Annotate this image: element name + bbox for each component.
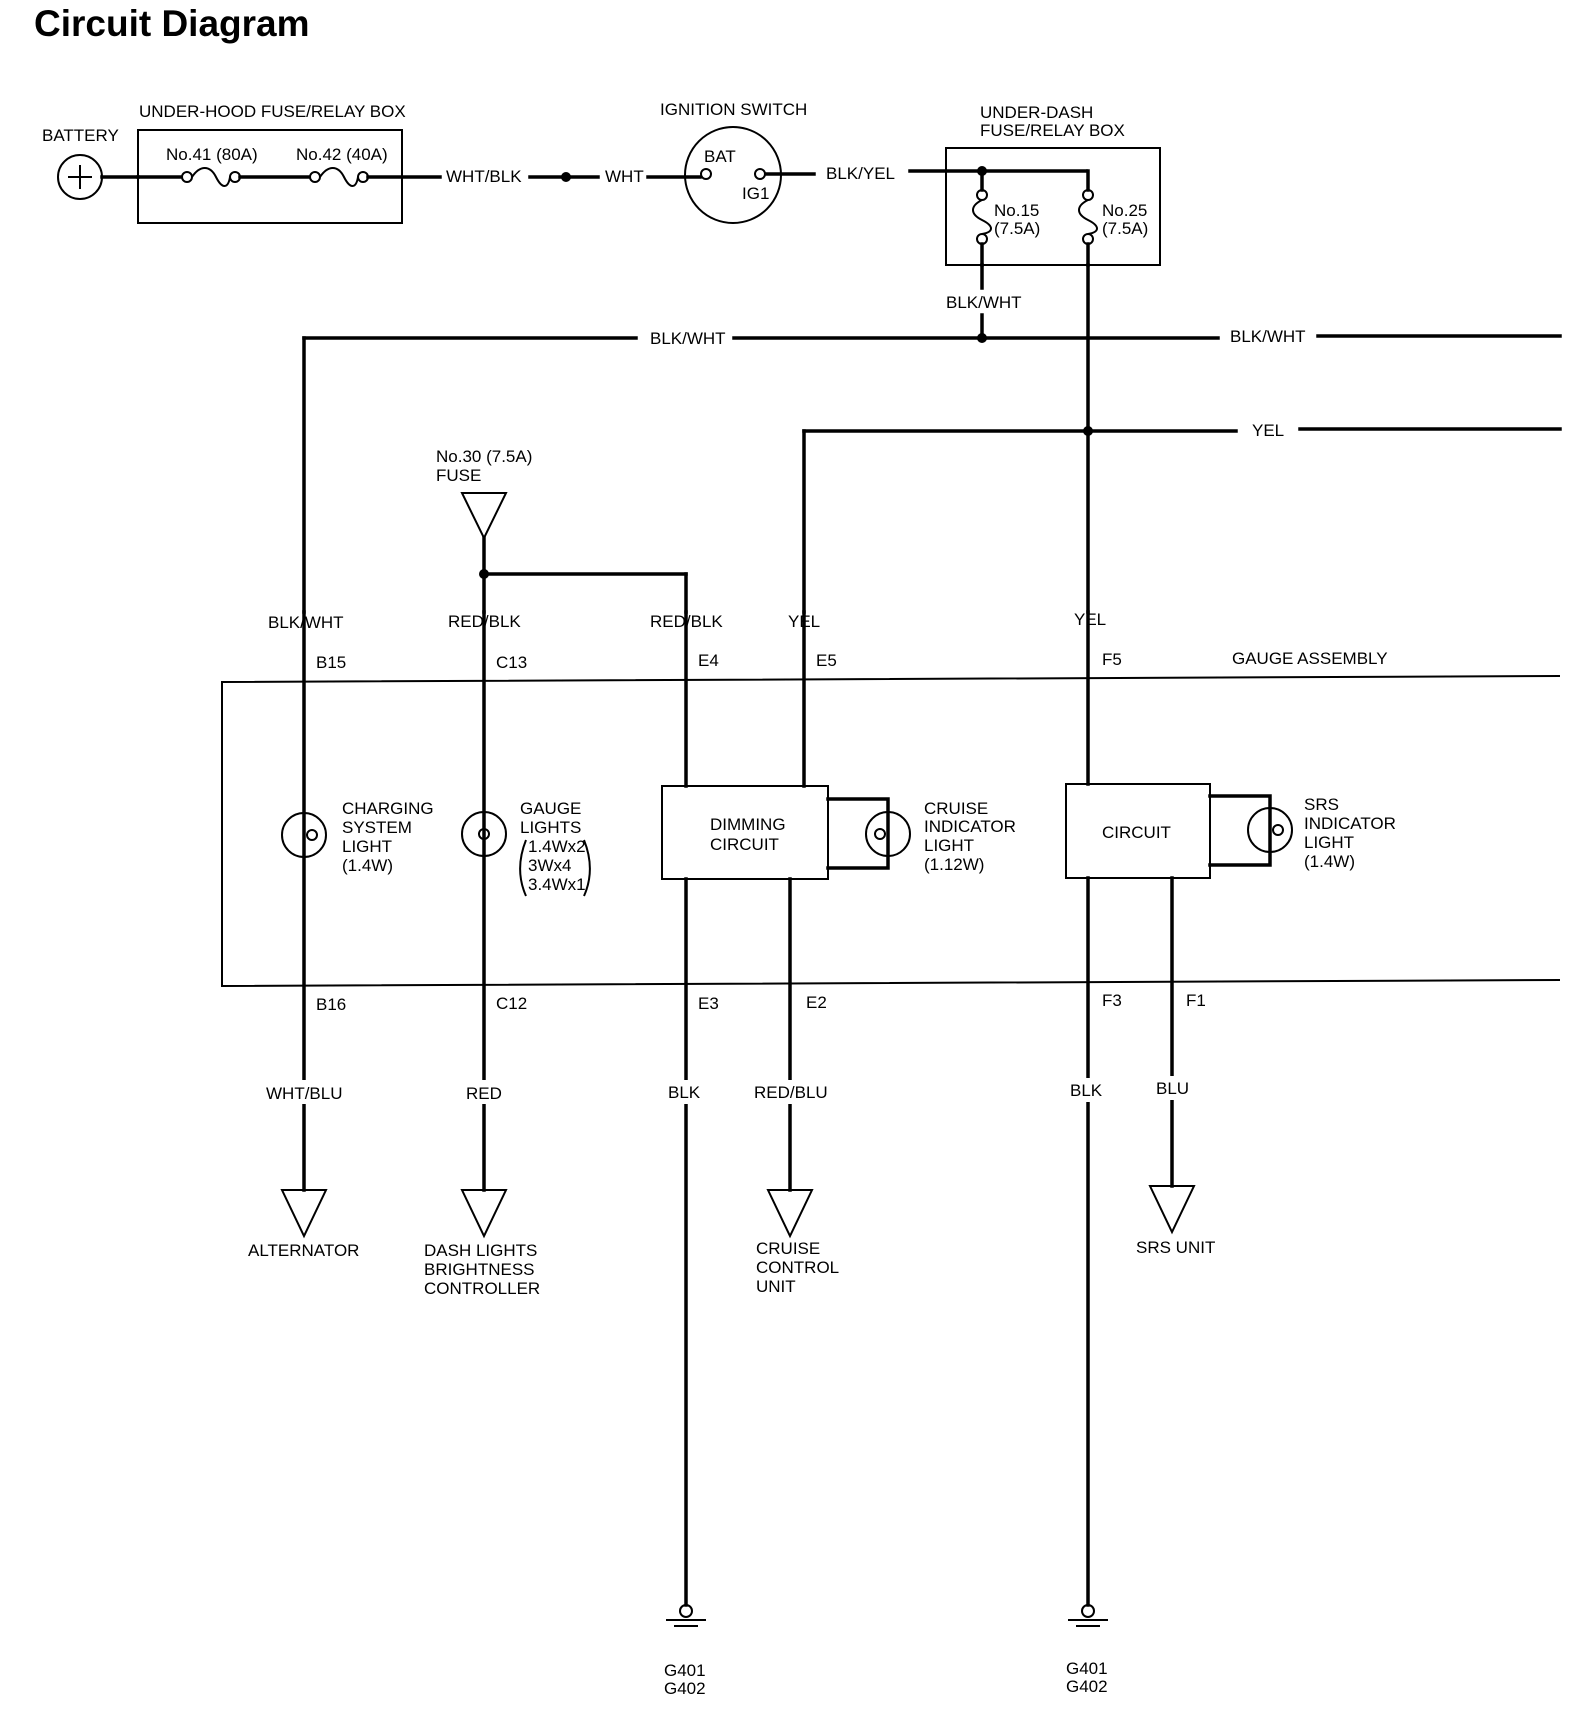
battery-label: BATTERY — [42, 126, 119, 145]
pin-e5: E5 — [816, 651, 837, 670]
fuse42-label: No.42 (40A) — [296, 145, 388, 164]
pin-f3: F3 — [1102, 991, 1122, 1010]
fuse25-label-2: (7.5A) — [1102, 219, 1148, 238]
pin-b15: B15 — [316, 653, 346, 672]
ground-right-label-1: G401 — [1066, 1659, 1108, 1678]
gauge-watts-3: 3.4Wx1 — [528, 875, 586, 894]
dash-ctrl-label-2: BRIGHTNESS — [424, 1260, 535, 1279]
pin-b16: B16 — [316, 995, 346, 1014]
ig1-terminal-label: IG1 — [742, 184, 769, 203]
wire-wht-blk-label: WHT/BLK — [446, 167, 522, 186]
charging-label-2: SYSTEM — [342, 818, 412, 837]
pin-f5: F5 — [1102, 650, 1122, 669]
wire-blk-e3-label: BLK — [668, 1083, 701, 1102]
cruise-unit-connector — [766, 1189, 814, 1239]
wire-blk-wht-label-box: BLK/WHT — [946, 293, 1022, 312]
wire-blk-wht-b15-label: BLK/WHT — [268, 613, 344, 632]
fuse15-label-1: No.15 — [994, 201, 1039, 220]
gauge-assembly-box — [221, 675, 1561, 988]
wire-red-label: RED — [466, 1084, 502, 1103]
battery — [57, 154, 103, 200]
pin-e2: E2 — [806, 993, 827, 1012]
bat-terminal-label: BAT — [704, 147, 736, 166]
dash-controller-connector — [460, 1189, 508, 1239]
cruise-ind-label-2: INDICATOR — [924, 817, 1016, 836]
ground-symbol-right — [1068, 1604, 1108, 1627]
wire-yel-label-right: YEL — [1252, 421, 1284, 440]
ground-right-label-2: G402 — [1066, 1677, 1108, 1696]
wire-blk-wht-label-right: BLK/WHT — [1230, 327, 1306, 346]
srs-ind-label-2: INDICATOR — [1304, 814, 1396, 833]
srs-ind-label-1: SRS — [1304, 795, 1339, 814]
cruise-indicator-light — [865, 811, 911, 857]
wire-blk-wht-label-left: BLK/WHT — [650, 329, 726, 348]
ground-left-label-1: G401 — [664, 1661, 706, 1680]
dimming-circuit — [661, 785, 829, 880]
charging-label-1: CHARGING — [342, 799, 434, 818]
dash-ctrl-label-1: DASH LIGHTS — [424, 1241, 537, 1260]
gauge-lights-label-2: LIGHTS — [520, 818, 581, 837]
fuse30-label-1: No.30 (7.5A) — [436, 447, 532, 466]
srs-unit-connector — [1148, 1185, 1196, 1235]
ground-left-label-2: G402 — [664, 1679, 706, 1698]
wire-yel-f5-label: YEL — [1074, 610, 1106, 629]
ignition-switch-label: IGNITION SWITCH — [660, 100, 807, 119]
cruise-unit-label-1: CRUISE — [756, 1239, 820, 1258]
cruise-ind-label-1: CRUISE — [924, 799, 988, 818]
srs-unit-label: SRS UNIT — [1136, 1238, 1215, 1257]
srs-circuit-label: CIRCUIT — [1102, 823, 1171, 842]
pin-c13: C13 — [496, 653, 527, 672]
fuse15-symbol — [972, 189, 992, 245]
fuse25-symbol — [1078, 189, 1098, 245]
wire-blk-yel-label: BLK/YEL — [826, 164, 895, 183]
cruise-ind-label-4: (1.12W) — [924, 855, 984, 874]
cruise-unit-label-2: CONTROL — [756, 1258, 839, 1277]
charging-system-light — [281, 812, 327, 858]
fuse41-symbol — [181, 167, 241, 187]
fuse30-connector — [460, 492, 508, 541]
fuse25-label-1: No.25 — [1102, 201, 1147, 220]
srs-indicator-light — [1247, 807, 1293, 853]
ground-symbol-left — [666, 1604, 706, 1627]
fuse41-label: No.41 (80A) — [166, 145, 258, 164]
wire-red-blu-label: RED/BLU — [754, 1083, 828, 1102]
fuse15-label-2: (7.5A) — [994, 219, 1040, 238]
wire-wht-label: WHT — [605, 167, 644, 186]
alternator-connector — [280, 1189, 328, 1239]
gauge-lights-label-1: GAUGE — [520, 799, 581, 818]
fuse30-label-2: FUSE — [436, 466, 481, 485]
srs-ind-label-3: LIGHT — [1304, 833, 1354, 852]
dash-ctrl-label-3: CONTROLLER — [424, 1279, 540, 1298]
alternator-label: ALTERNATOR — [248, 1241, 359, 1260]
pin-f1: F1 — [1186, 991, 1206, 1010]
pin-c12: C12 — [496, 994, 527, 1013]
gauge-watts-1: 1.4Wx2 — [528, 837, 586, 856]
page-title: Circuit Diagram — [34, 3, 310, 44]
dimming-label-1: DIMMING — [710, 815, 786, 834]
dimming-label-2: CIRCUIT — [710, 835, 779, 854]
charging-label-3: LIGHT — [342, 837, 392, 856]
gauge-assembly-label: GAUGE ASSEMBLY — [1232, 649, 1388, 668]
cruise-unit-label-3: UNIT — [756, 1277, 796, 1296]
fuse42-symbol — [309, 167, 369, 187]
charging-label-4: (1.4W) — [342, 856, 393, 875]
pin-e3: E3 — [698, 994, 719, 1013]
gauge-watts-2: 3Wx4 — [528, 856, 571, 875]
underdash-box-label-2: FUSE/RELAY BOX — [980, 121, 1125, 140]
underhood-box-label: UNDER-HOOD FUSE/RELAY BOX — [139, 102, 406, 121]
gauge-lights — [461, 811, 507, 857]
wire-wht-blu-label: WHT/BLU — [266, 1084, 343, 1103]
underdash-fuse-box — [945, 147, 1161, 266]
underdash-box-label-1: UNDER-DASH — [980, 103, 1093, 122]
wire-blu-label: BLU — [1156, 1079, 1189, 1098]
wire-blk-f3-label: BLK — [1070, 1081, 1103, 1100]
srs-circuit — [1065, 783, 1211, 879]
cruise-ind-label-3: LIGHT — [924, 836, 974, 855]
pin-e4: E4 — [698, 651, 719, 670]
srs-ind-label-4: (1.4W) — [1304, 852, 1355, 871]
